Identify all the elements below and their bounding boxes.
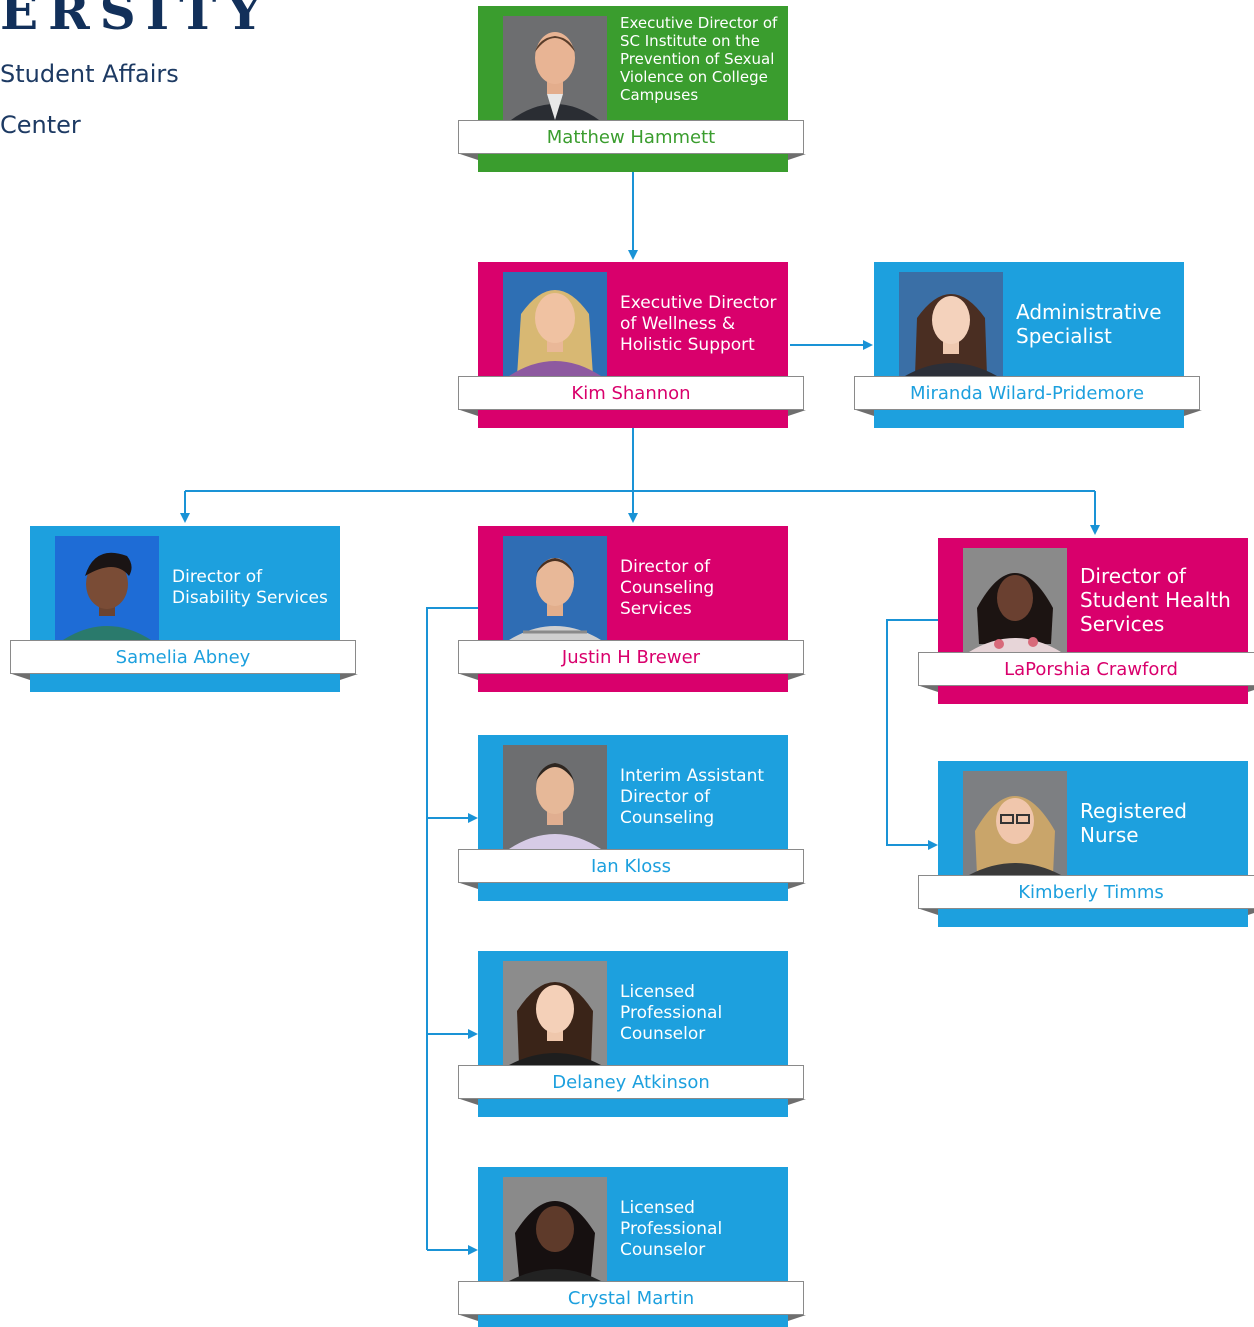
profile-photo: [503, 536, 607, 640]
ribbon-fold: [1184, 410, 1202, 416]
ribbon-fold: [788, 883, 806, 889]
ribbon-fold: [788, 1315, 806, 1321]
ribbon-fold: [920, 686, 938, 692]
node-title: Executive Director of Wellness & Holisti…: [620, 292, 777, 355]
ribbon-fold: [12, 674, 30, 680]
profile-photo: [503, 1177, 607, 1281]
node-title: Executive Director of SC Institute on th…: [620, 14, 778, 104]
node-name-label: LaPorshia Crawford: [918, 652, 1254, 686]
ribbon-fold: [788, 410, 806, 416]
ribbon-fold: [340, 674, 358, 680]
ribbon-fold: [788, 154, 806, 160]
node-title: Director of Disability Services: [172, 567, 328, 608]
center-line: Center: [0, 111, 81, 139]
node-title: Registered Nurse: [1080, 799, 1187, 847]
ribbon-fold: [920, 909, 938, 915]
profile-photo: [503, 745, 607, 849]
ribbon-fold: [1248, 686, 1254, 692]
ribbon-fold: [788, 1099, 806, 1105]
ribbon-fold: [788, 674, 806, 680]
profile-photo: [963, 771, 1067, 875]
node-title: Interim Assistant Director of Counseling: [620, 765, 765, 828]
connector-brewer-spine: [426, 607, 478, 1250]
profile-photo: [963, 548, 1067, 652]
node-name-label: Crystal Martin: [458, 1281, 804, 1315]
node-name-label: Kimberly Timms: [918, 875, 1254, 909]
department-line: Student Affairs: [0, 60, 179, 88]
ribbon-fold: [856, 410, 874, 416]
node-title: Administrative Specialist: [1016, 300, 1162, 348]
node-name-label: Samelia Abney: [10, 640, 356, 674]
node-name-label: Ian Kloss: [458, 849, 804, 883]
node-title: Director of Counseling Services: [620, 556, 715, 619]
profile-photo: [899, 272, 1003, 376]
profile-photo: [503, 16, 607, 120]
node-name-label: Delaney Atkinson: [458, 1065, 804, 1099]
ribbon-fold: [460, 883, 478, 889]
ribbon-fold: [460, 1315, 478, 1321]
node-name-label: Kim Shannon: [458, 376, 804, 410]
ribbon-fold: [460, 154, 478, 160]
ribbon-fold: [460, 674, 478, 680]
node-name-label: Matthew Hammett: [458, 120, 804, 154]
profile-photo: [503, 272, 607, 376]
profile-photo: [503, 961, 607, 1065]
node-title: Licensed Professional Counselor: [620, 1197, 723, 1260]
ribbon-fold: [1248, 909, 1254, 915]
node-name-label: Justin H Brewer: [458, 640, 804, 674]
node-title: Director of Student Health Services: [1080, 564, 1231, 636]
node-title: Licensed Professional Counselor: [620, 981, 723, 1044]
profile-photo: [55, 536, 159, 640]
ribbon-fold: [460, 410, 478, 416]
node-name-label: Miranda Wilard-Pridemore: [854, 376, 1200, 410]
university-wordmark: ERSITY: [0, 0, 273, 41]
connector-crawford-spine: [886, 619, 938, 850]
ribbon-fold: [460, 1099, 478, 1105]
